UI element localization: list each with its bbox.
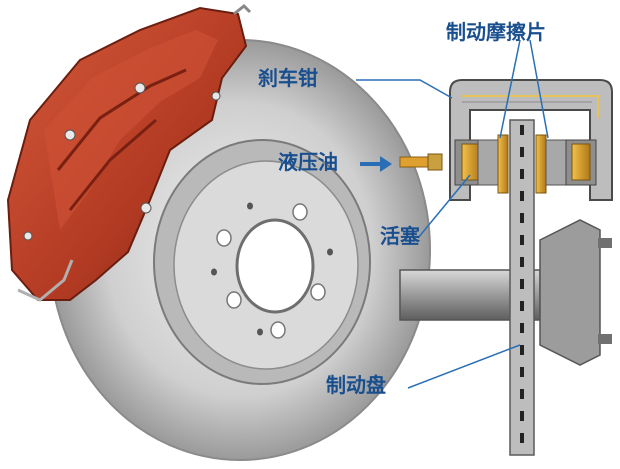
label-brake-fluid: 液压油: [278, 150, 338, 174]
caliper-illustration: [6, 3, 252, 302]
leader-lines: [356, 39, 549, 389]
label-brake-pads: 制动摩擦片: [446, 20, 546, 44]
cross-section-illustration: [399, 79, 613, 456]
fluid-arrow: [360, 156, 392, 172]
label-piston: 活塞: [380, 224, 420, 248]
label-brake-disc: 制动盘: [326, 373, 386, 397]
label-caliper: 刹车钳: [258, 66, 318, 90]
